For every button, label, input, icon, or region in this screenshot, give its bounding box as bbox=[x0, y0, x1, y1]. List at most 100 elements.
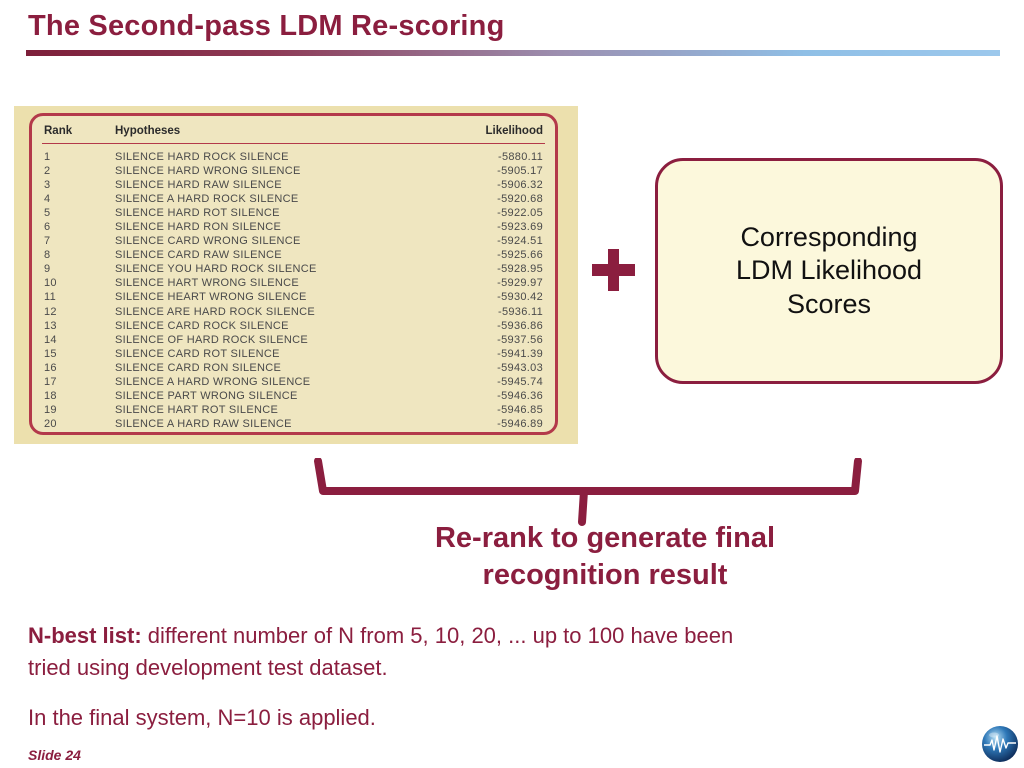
rank-cell: 8 bbox=[44, 249, 51, 262]
globe-logo-icon bbox=[982, 726, 1018, 762]
hypothesis-cell: SILENCE HARD RAW SILENCE bbox=[115, 179, 282, 192]
table-row: 18 SILENCE PART WRONG SILENCE -5946.36 bbox=[32, 390, 555, 404]
likelihood-cell: -5936.86 bbox=[497, 319, 543, 332]
hypothesis-cell: SILENCE PART WRONG SILENCE bbox=[115, 389, 298, 402]
header-divider bbox=[42, 143, 545, 144]
likelihood-cell: -5928.95 bbox=[497, 263, 543, 276]
hypothesis-cell: SILENCE CARD ROT SILENCE bbox=[115, 347, 280, 360]
rank-cell: 3 bbox=[44, 179, 51, 192]
hypothesis-cell: SILENCE A HARD RAW SILENCE bbox=[115, 417, 292, 430]
hypothesis-cell: SILENCE HARD ROT SILENCE bbox=[115, 207, 280, 220]
hypothesis-cell: SILENCE OF HARD ROCK SILENCE bbox=[115, 333, 308, 346]
table-row: 19 SILENCE HART ROT SILENCE -5946.85 bbox=[32, 404, 555, 418]
table-row: 7 SILENCE CARD WRONG SILENCE -5924.51 bbox=[32, 235, 555, 249]
rank-cell: 19 bbox=[44, 403, 57, 416]
header-hypotheses: Hypotheses bbox=[115, 125, 181, 137]
table-row: 3 SILENCE HARD RAW SILENCE -5906.32 bbox=[32, 179, 555, 193]
table-row: 16 SILENCE CARD RON SILENCE -5943.03 bbox=[32, 362, 555, 376]
rerank-line-1: Re-rank to generate final bbox=[434, 522, 776, 554]
rank-cell: 16 bbox=[44, 361, 57, 374]
rank-cell: 5 bbox=[44, 207, 51, 220]
hypothesis-cell: SILENCE CARD WRONG SILENCE bbox=[115, 235, 301, 248]
hypothesis-cell: SILENCE A HARD WRONG SILENCE bbox=[115, 375, 311, 388]
rank-cell: 12 bbox=[44, 305, 57, 318]
rank-cell: 10 bbox=[44, 277, 57, 290]
score-line-1: Corresponding bbox=[740, 221, 918, 252]
table-row: 1 SILENCE HARD ROCK SILENCE -5880.11 bbox=[32, 151, 555, 165]
final-system-paragraph: In the final system, N=10 is applied. bbox=[28, 705, 376, 730]
slide-title: The Second-pass LDM Re-scoring bbox=[28, 10, 505, 42]
table-row: 15 SILENCE CARD ROT SILENCE -5941.39 bbox=[32, 348, 555, 362]
rank-cell: 2 bbox=[44, 165, 51, 178]
rank-cell: 9 bbox=[44, 263, 51, 276]
nbest-label: N-best list: bbox=[28, 623, 142, 648]
rank-cell: 6 bbox=[44, 221, 51, 234]
likelihood-cell: -5937.56 bbox=[497, 333, 543, 346]
likelihood-cell: -5946.36 bbox=[497, 389, 543, 402]
hypothesis-cell: SILENCE CARD ROCK SILENCE bbox=[115, 319, 289, 332]
rank-cell: 7 bbox=[44, 235, 51, 248]
hypothesis-cell: SILENCE HART ROT SILENCE bbox=[115, 403, 279, 416]
ldm-score-text: Corresponding LDM Likelihood Scores bbox=[699, 221, 959, 321]
hypothesis-cell: SILENCE HEART WRONG SILENCE bbox=[115, 291, 307, 304]
rank-cell: 17 bbox=[44, 375, 57, 388]
slide-number: Slide 24 bbox=[28, 747, 81, 763]
score-line-3: Scores bbox=[786, 288, 872, 319]
likelihood-cell: -5925.66 bbox=[497, 249, 543, 262]
rank-cell: 15 bbox=[44, 347, 57, 360]
likelihood-cell: -5922.05 bbox=[497, 207, 543, 220]
table-row: 2 SILENCE HARD WRONG SILENCE -5905.17 bbox=[32, 165, 555, 179]
rank-cell: 1 bbox=[44, 151, 51, 163]
rank-cell: 13 bbox=[44, 319, 57, 332]
likelihood-cell: -5880.11 bbox=[497, 151, 543, 163]
rank-cell: 18 bbox=[44, 389, 57, 402]
likelihood-cell: -5936.11 bbox=[497, 305, 543, 318]
table-row: 9 SILENCE YOU HARD ROCK SILENCE -5928.95 bbox=[32, 263, 555, 277]
table-row: 5 SILENCE HARD ROT SILENCE -5922.05 bbox=[32, 207, 555, 221]
likelihood-cell: -5924.51 bbox=[497, 235, 543, 248]
header-rank: Rank bbox=[44, 125, 73, 137]
table-row: 11 SILENCE HEART WRONG SILENCE -5930.42 bbox=[32, 291, 555, 305]
hypothesis-cell: SILENCE CARD RON SILENCE bbox=[115, 361, 282, 374]
header-likelihood: Likelihood bbox=[485, 125, 544, 137]
likelihood-cell: -5946.89 bbox=[497, 417, 543, 430]
table-row: 14 SILENCE OF HARD ROCK SILENCE -5937.56 bbox=[32, 334, 555, 348]
likelihood-cell: -5945.74 bbox=[497, 375, 543, 388]
hypothesis-cell: SILENCE HART WRONG SILENCE bbox=[115, 277, 300, 290]
rank-cell: 4 bbox=[44, 193, 51, 206]
rerank-line-2: recognition result bbox=[482, 559, 728, 592]
hypothesis-cell: SILENCE A HARD ROCK SILENCE bbox=[115, 193, 299, 206]
nbest-description: different number of N from 5, 10, 20, ..… bbox=[28, 623, 734, 680]
rank-cell: 14 bbox=[44, 333, 57, 346]
nbest-paragraph: N-best list: different number of N from … bbox=[28, 620, 758, 684]
likelihood-cell: -5941.39 bbox=[497, 347, 543, 360]
score-line-2: LDM Likelihood bbox=[735, 255, 923, 286]
hypothesis-cell: SILENCE HARD WRONG SILENCE bbox=[115, 165, 301, 178]
hypothesis-cell: SILENCE CARD RAW SILENCE bbox=[115, 249, 282, 262]
rank-cell: 11 bbox=[44, 291, 57, 304]
table-row: 10 SILENCE HART WRONG SILENCE -5929.97 bbox=[32, 277, 555, 291]
table-row: 17 SILENCE A HARD WRONG SILENCE -5945.74 bbox=[32, 376, 555, 390]
likelihood-cell: -5930.42 bbox=[497, 291, 543, 304]
table-row: 6 SILENCE HARD RON SILENCE -5923.69 bbox=[32, 221, 555, 235]
hypothesis-cell: SILENCE HARD ROCK SILENCE bbox=[115, 151, 289, 163]
likelihood-cell: -5906.32 bbox=[497, 179, 543, 192]
likelihood-cell: -5923.69 bbox=[497, 221, 543, 234]
rank-cell: 20 bbox=[44, 417, 57, 430]
likelihood-cell: -5946.85 bbox=[497, 403, 543, 416]
likelihood-cell: -5929.97 bbox=[497, 277, 543, 290]
table-row: 8 SILENCE CARD RAW SILENCE -5925.66 bbox=[32, 249, 555, 263]
likelihood-cell: -5943.03 bbox=[497, 361, 543, 374]
table-row: 20 SILENCE A HARD RAW SILENCE -5946.89 bbox=[32, 418, 555, 432]
brace-icon bbox=[314, 458, 862, 526]
likelihood-cell: -5905.17 bbox=[497, 165, 543, 178]
table-row: 12 SILENCE ARE HARD ROCK SILENCE -5936.11 bbox=[32, 306, 555, 320]
hypothesis-cell: SILENCE YOU HARD ROCK SILENCE bbox=[115, 263, 317, 276]
hypothesis-cell: SILENCE ARE HARD ROCK SILENCE bbox=[115, 305, 316, 318]
plus-icon-horizontal bbox=[592, 264, 635, 276]
hypothesis-cell: SILENCE HARD RON SILENCE bbox=[115, 221, 282, 234]
